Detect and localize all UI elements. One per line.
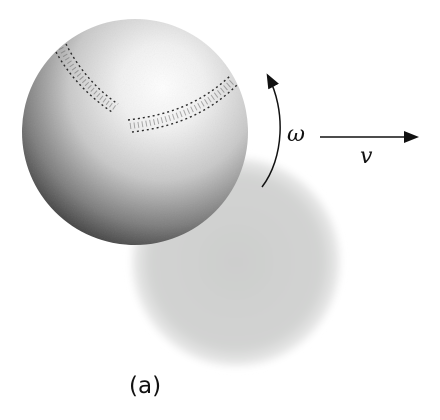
omega-label: ω — [287, 122, 305, 147]
seam-right — [127, 75, 239, 133]
seam-left — [55, 43, 119, 113]
baseball — [22, 19, 248, 245]
figure-caption: (a) — [129, 373, 161, 399]
spin-arrow — [261, 73, 281, 188]
velocity-label: v — [360, 144, 373, 169]
